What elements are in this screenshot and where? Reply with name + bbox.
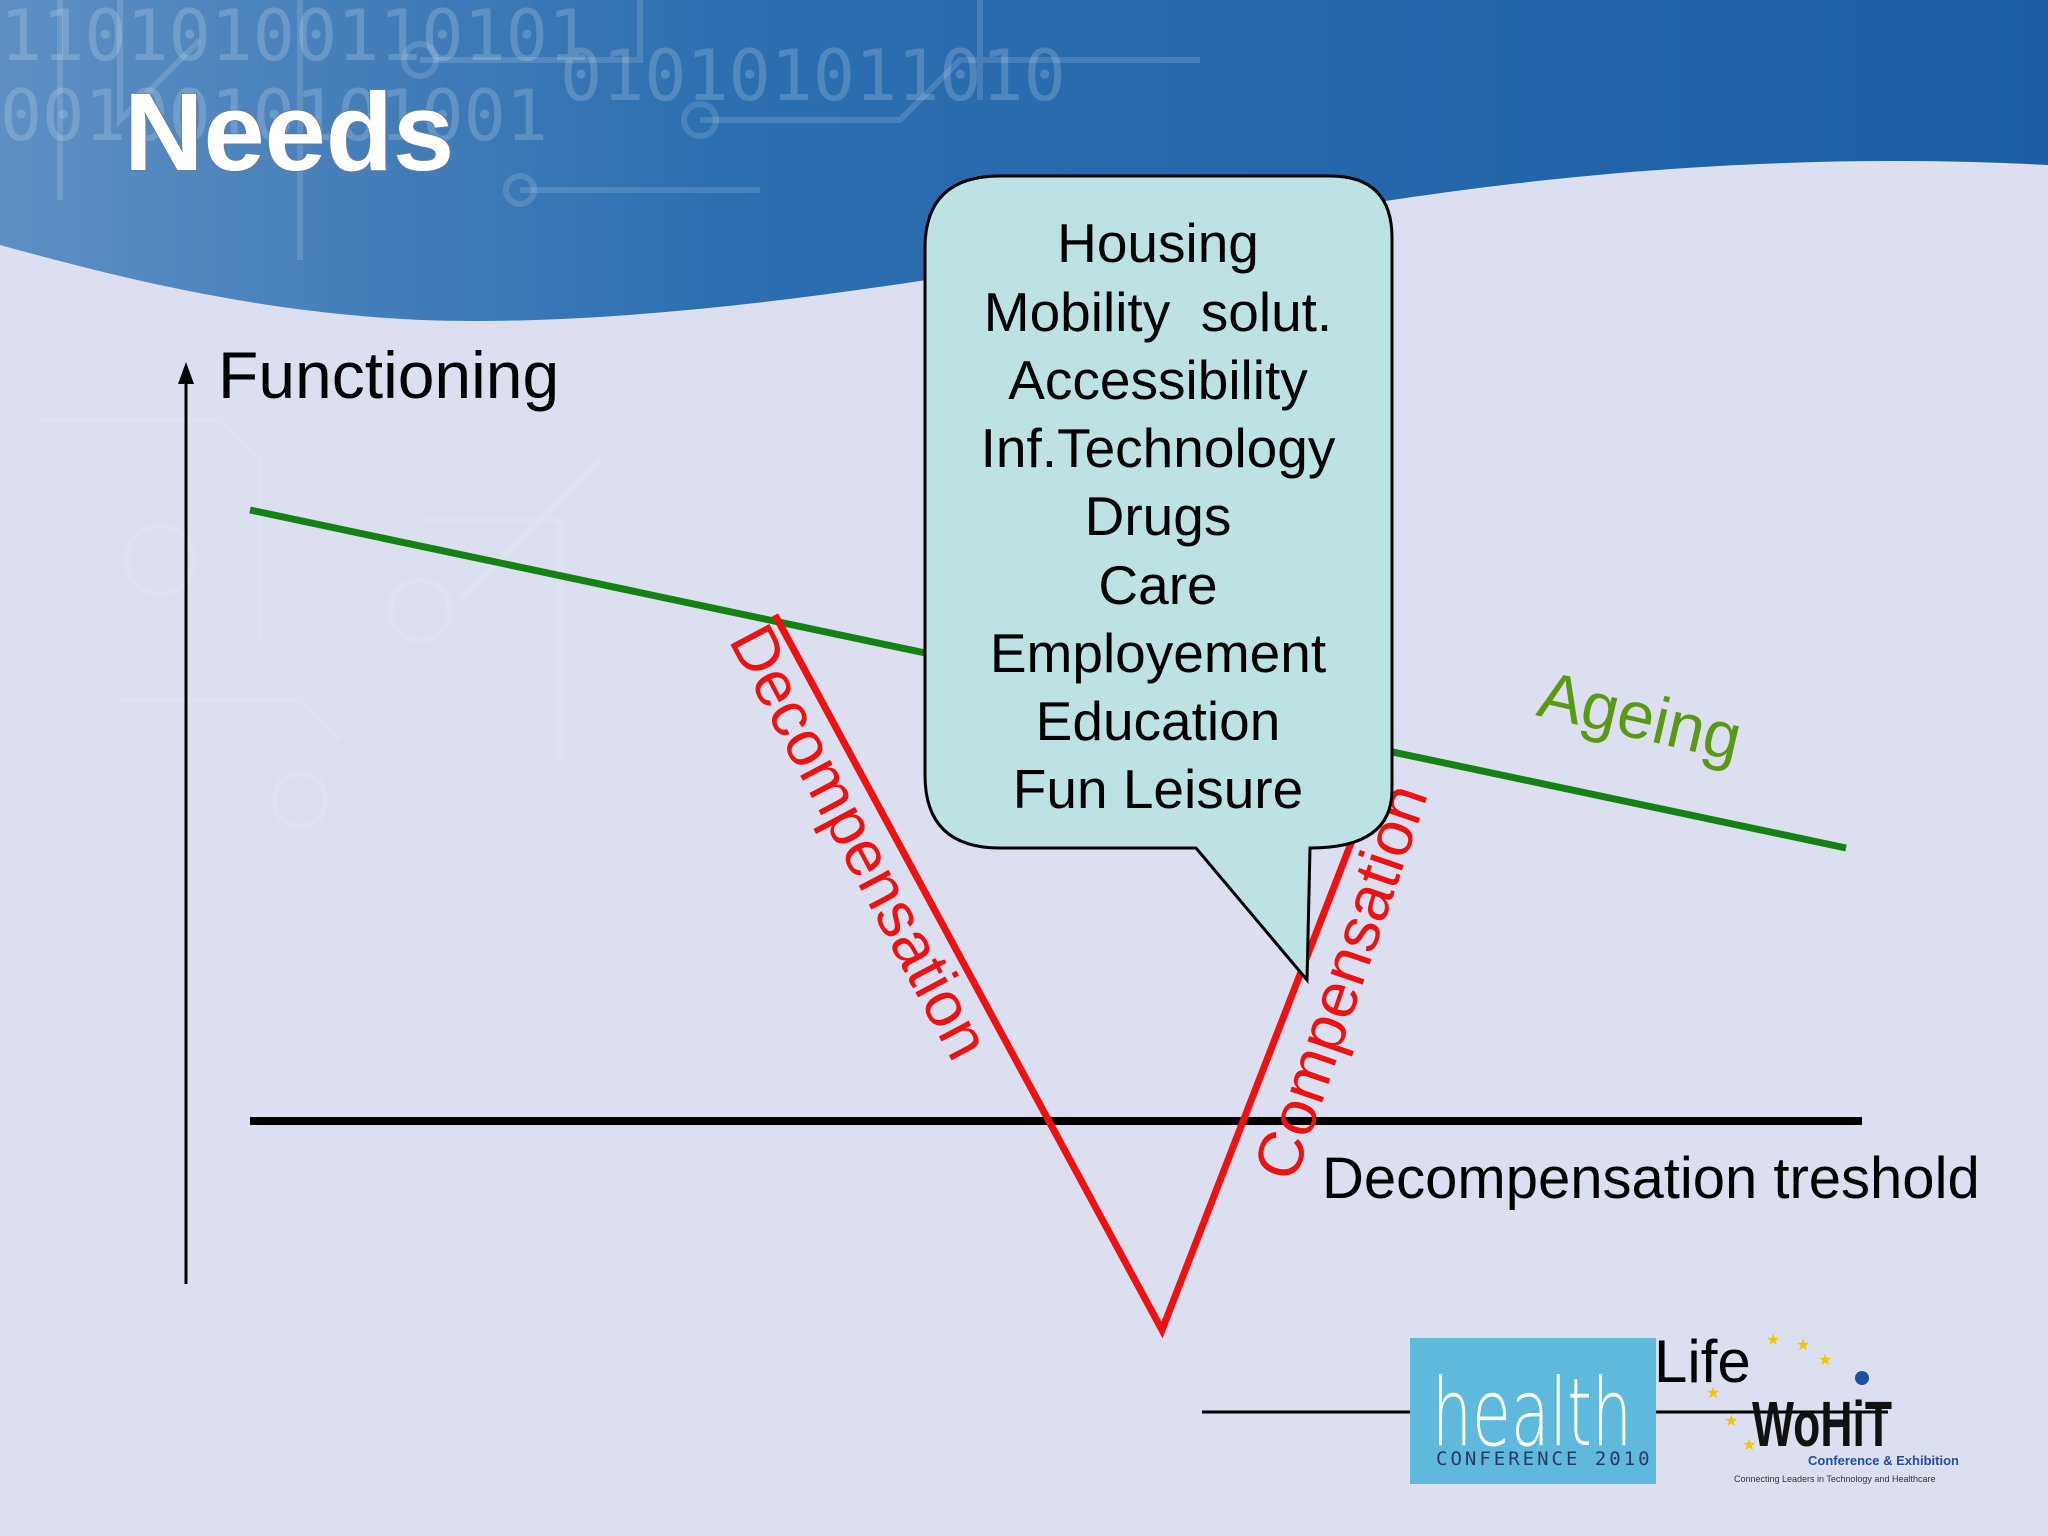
needs-item: Education	[1036, 690, 1281, 752]
health-logo-subtitle: CONFERENCE 2010	[1436, 1448, 1653, 1470]
decompensation-compensation-curve	[771, 613, 1364, 1339]
needs-item: Care	[1098, 554, 1217, 616]
circuit-decoration	[40, 0, 1200, 829]
health-logo-word: health	[1432, 1359, 1632, 1468]
y-axis-label: Functioning	[218, 338, 559, 412]
y-axis	[178, 362, 194, 1284]
svg-text:0010010101001: 0010010101001	[0, 75, 548, 157]
header-banner	[0, 0, 2048, 321]
lifewhit-dot-icon	[1855, 1371, 1869, 1385]
needs-item: Housing	[1057, 212, 1259, 274]
svg-text:★: ★	[1724, 1411, 1738, 1430]
needs-item: Employement	[990, 622, 1326, 684]
binary-digits-decoration: 0010010101001 010101011010 1101010011010…	[0, 0, 1066, 157]
arrow-up-icon	[178, 362, 194, 384]
threshold-label: Decompensation treshold	[1322, 1146, 1980, 1211]
slide-title: Needs	[124, 71, 454, 194]
needs-item: Inf.Technology	[981, 417, 1336, 479]
needs-list: Housing Mobility solut. Accessibility In…	[981, 212, 1336, 820]
lifewhit-logo: Life ★★★ ★★★ WoHiT Conference & Exhibiti…	[1654, 1328, 1959, 1484]
stars-icon: ★★★ ★★★	[1706, 1330, 1832, 1454]
svg-text:★: ★	[1742, 1435, 1756, 1454]
needs-item: Drugs	[1085, 485, 1232, 547]
svg-text:★: ★	[1818, 1350, 1832, 1369]
lifewhit-subline: Connecting Leaders in Technology and Hea…	[1734, 1474, 1935, 1484]
svg-text:010101011010: 010101011010	[560, 35, 1066, 117]
needs-item: Accessibility	[1008, 349, 1308, 411]
svg-text:★: ★	[1706, 1383, 1720, 1402]
needs-item: Mobility solut.	[984, 281, 1332, 343]
health-conference-logo: health CONFERENCE 2010	[1410, 1338, 1656, 1484]
lifewhit-tagline: Conference & Exhibition	[1808, 1453, 1959, 1468]
needs-item: Fun Leisure	[1013, 758, 1303, 820]
svg-text:★: ★	[1796, 1335, 1810, 1354]
svg-text:★: ★	[1766, 1330, 1780, 1349]
lifewhit-whit-text: WoHiT	[1752, 1388, 1892, 1460]
lifewhit-life-text: Life	[1654, 1328, 1751, 1395]
needs-callout-bubble	[923, 174, 1394, 985]
svg-text:11010100110101: 11010100110101	[0, 0, 590, 77]
